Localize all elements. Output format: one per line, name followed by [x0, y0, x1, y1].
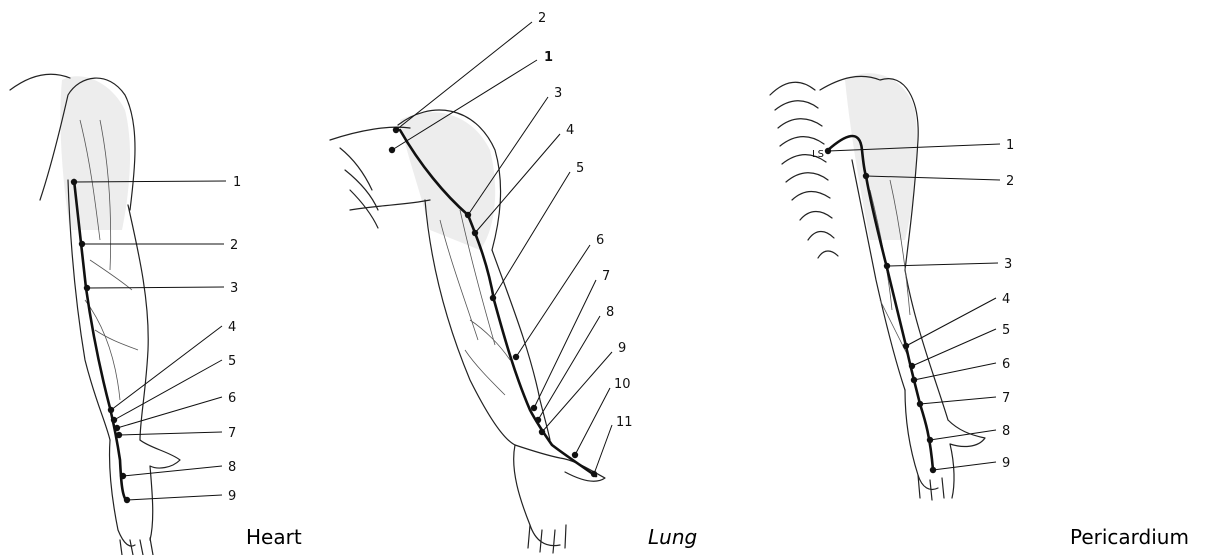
- pericardium-point-label: 9: [1002, 456, 1010, 471]
- lung-point-label: 5: [576, 161, 584, 176]
- heart-point-label: 2: [230, 238, 238, 253]
- lung-point-label: 10: [614, 377, 631, 392]
- pericardium-point-label: 5: [1002, 323, 1010, 338]
- pericardium-arm-drawing: [770, 73, 985, 500]
- lung-arm-drawing: [330, 110, 605, 553]
- heart-point-label: 6: [228, 391, 236, 406]
- heart-point-label: 8: [228, 460, 236, 475]
- heart-point-label: 3: [230, 281, 238, 296]
- pericardium-point-label: 7: [1002, 391, 1010, 406]
- pericardium-point-label: 3: [1004, 257, 1012, 272]
- lung-point-label: 2: [538, 11, 546, 26]
- heart-point-label: 7: [228, 426, 236, 441]
- lung-point-label: 7: [602, 269, 610, 284]
- lung-point-label: 3: [554, 86, 562, 101]
- heart-arm-drawing: [10, 74, 180, 555]
- lung-point-markers: 2 1 3 4 5 6 7 8 9 10 11: [389, 11, 633, 477]
- lung-point-label: 8: [606, 305, 614, 320]
- heart-point-label: 9: [228, 489, 236, 504]
- heart-caption: Heart: [246, 525, 302, 549]
- lung-point-label: 1: [544, 50, 553, 65]
- heart-point-label: 5: [228, 354, 236, 369]
- pericardium-point-label: 2: [1006, 174, 1014, 189]
- pericardium-caption: Pericardium: [1070, 525, 1189, 549]
- pericardium-point-label: 4: [1002, 292, 1010, 307]
- lung-point-label: 4: [566, 123, 574, 138]
- lung-point-label: 6: [596, 233, 604, 248]
- pericardium-inset-label: LS: [812, 149, 824, 160]
- lung-point-label: 9: [618, 341, 626, 356]
- pericardium-point-label: 6: [1002, 357, 1010, 372]
- heart-point-label: 4: [228, 320, 236, 335]
- lung-point-label: 11: [616, 415, 633, 430]
- lung-caption: Lung: [648, 525, 697, 549]
- heart-point-label: 1: [233, 175, 241, 190]
- pericardium-point-label: 8: [1002, 424, 1010, 439]
- pericardium-point-label: 1: [1006, 138, 1014, 153]
